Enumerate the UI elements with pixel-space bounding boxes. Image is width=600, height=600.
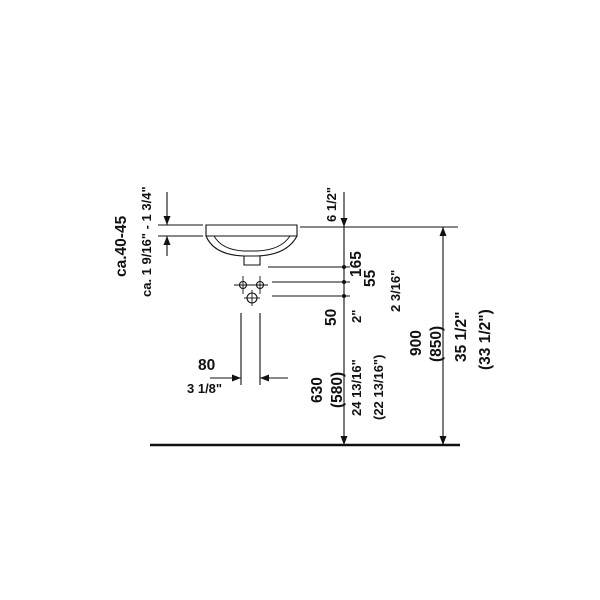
dim-580-label: (580) — [329, 372, 346, 408]
rim-thickness-inch-label: ca. 1 9/16" - 1 3/4" — [139, 186, 154, 297]
dim-55-tick-mid — [342, 280, 346, 284]
dim-850-inch-label: (33 1/2") — [477, 309, 494, 370]
dim-50-inch-label: 2" — [349, 310, 364, 323]
dim-55-tick-top — [342, 265, 346, 269]
dim-630-label: 630 — [309, 377, 326, 403]
basin-outline — [205, 224, 298, 266]
dimension-165 — [340, 192, 348, 445]
dim-165-label: 165 — [348, 251, 365, 277]
dim-630-inch-label: 24 13/16" — [349, 359, 364, 416]
dim-580-inch-label: (22 13/16") — [371, 355, 386, 420]
dim-900-inch-label: 35 1/2" — [453, 312, 470, 362]
drain-fittings — [234, 276, 268, 306]
dim-55-tick-bottom — [342, 294, 346, 298]
dim-55-label: 55 — [362, 269, 379, 287]
dim-900-label: 900 — [408, 330, 425, 356]
dim-50-label: 50 — [323, 309, 340, 326]
dim-850-label: (850) — [428, 326, 445, 362]
dim-80-label: 80 — [198, 357, 215, 374]
dimension-80 — [210, 374, 288, 382]
dim-80-inch-label: 3 1/8" — [187, 381, 222, 396]
dimension-900 — [439, 227, 447, 445]
rim-thickness-label: ca.40-45 — [113, 215, 130, 277]
dim-55-inch-label: 2 3/16" — [388, 270, 403, 312]
dim-6-1-2-inch-label: 6 1/2" — [324, 187, 339, 222]
rim-thickness-dimension — [158, 192, 203, 256]
